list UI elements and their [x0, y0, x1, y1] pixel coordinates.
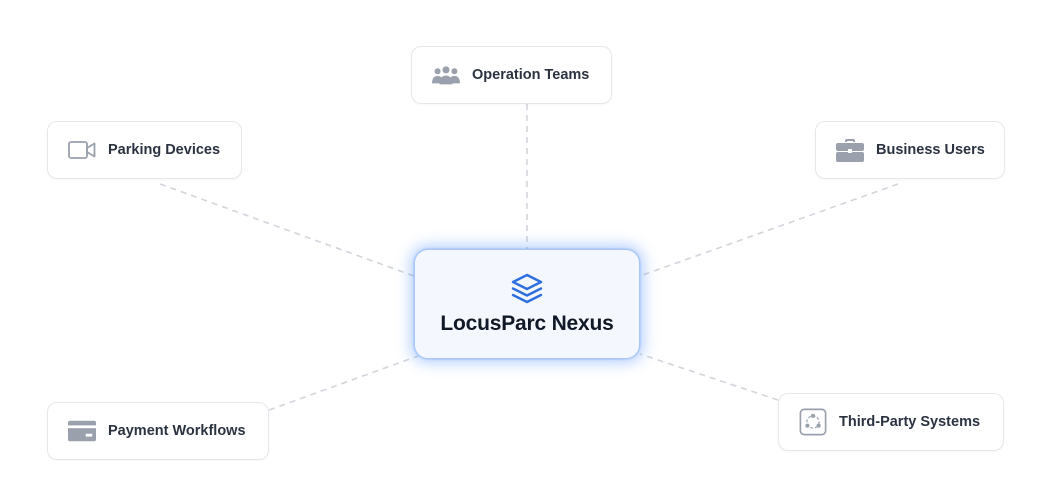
node-operation-teams[interactable]: Operation Teams — [411, 46, 612, 104]
connector-business-users — [639, 183, 899, 277]
node-label: Business Users — [876, 142, 985, 158]
node-business-users[interactable]: Business Users — [815, 121, 1005, 179]
connector-third-party-systems — [639, 353, 779, 401]
hub-locusparc-nexus[interactable]: LocusParc Nexus — [414, 249, 640, 359]
node-parking-devices[interactable]: Parking Devices — [47, 121, 242, 179]
node-payment-workflows[interactable]: Payment Workflows — [47, 402, 269, 460]
video-camera-icon — [68, 136, 96, 164]
users-group-icon — [432, 61, 460, 89]
connector-payment-workflows — [268, 355, 419, 411]
hub-title: LocusParc Nexus — [440, 312, 614, 335]
stacked-layers-icon — [510, 272, 544, 306]
briefcase-icon — [836, 136, 864, 164]
node-label: Parking Devices — [108, 142, 221, 158]
connector-parking-devices — [159, 183, 415, 277]
node-third-party-systems[interactable]: Third-Party Systems — [778, 393, 1004, 451]
node-label: Third-Party Systems — [839, 414, 981, 430]
network-nodes-icon — [799, 408, 827, 436]
credit-card-icon — [68, 417, 96, 445]
node-label: Operation Teams — [472, 67, 590, 83]
node-label: Payment Workflows — [108, 423, 246, 439]
